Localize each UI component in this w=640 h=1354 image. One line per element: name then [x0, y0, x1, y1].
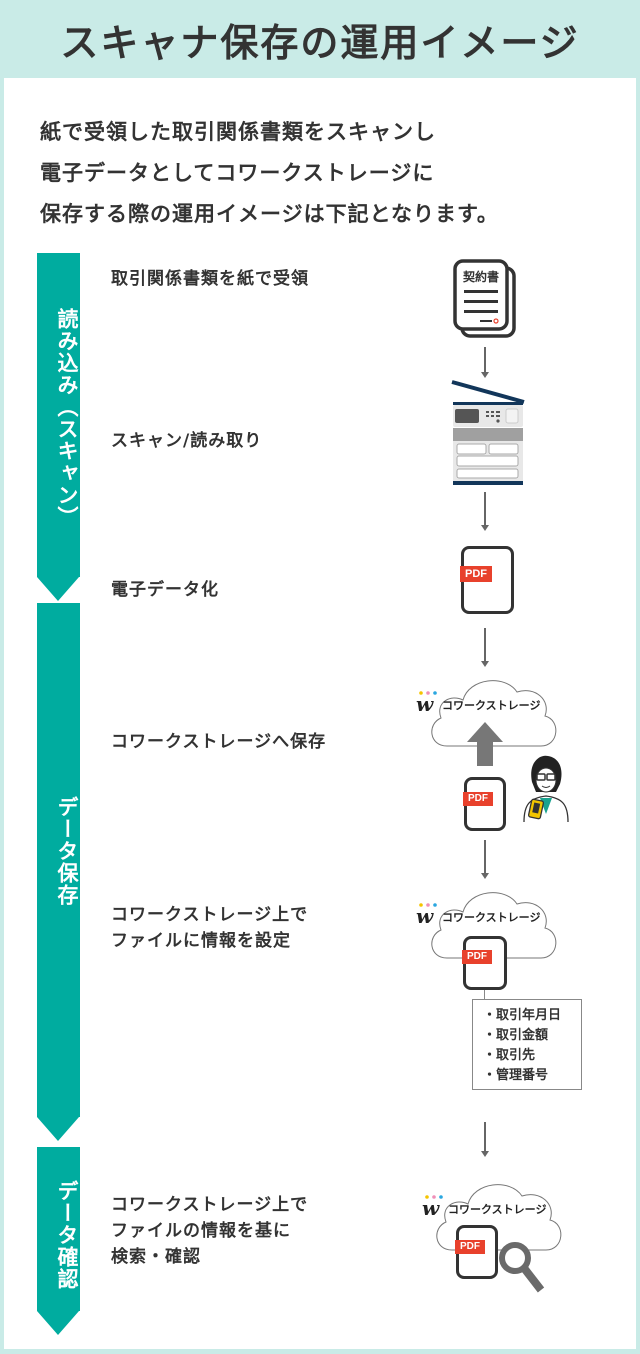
upload-arrow-icon — [467, 722, 503, 766]
intro-line: 紙で受領した取引関係書類をスキャンし — [40, 120, 436, 144]
brand-name: コワークストレージ — [448, 1203, 546, 1216]
step-line: コワークストレージ上で — [111, 1195, 309, 1215]
cloud-icon — [431, 892, 557, 959]
step-line: コワークストレージ上で — [111, 905, 309, 925]
intro-line: 電子データとしてコワークストレージに — [40, 161, 435, 185]
step-line: 検索・確認 — [111, 1247, 201, 1267]
pdf-tag: PDF — [463, 792, 493, 806]
metadata-field: ・取引金額 — [483, 1028, 549, 1043]
pdf-file-icon: PDF — [460, 546, 514, 614]
phase-band-scan: 読み込み（スキャン） — [37, 253, 80, 601]
phase-label-scan: 読み込み（スキャン） — [55, 308, 79, 528]
intro-text: 紙で受領した取引関係書類をスキャンし 電子データとしてコワークストレージに 保存… — [40, 112, 620, 235]
intro-line: 保存する際の運用イメージは下記となります。 — [40, 202, 499, 226]
paper-contract-icon: 契約書 — [453, 259, 516, 338]
phase-band-confirm: データ確認 — [37, 1147, 80, 1335]
brand-name: コワークストレージ — [442, 699, 540, 712]
coworkstorage-logo: w コワークストレージ — [416, 903, 540, 928]
step-label-search: コワークストレージ上で ファイルの情報を基に 検索・確認 — [111, 1192, 308, 1270]
magnifier-search-icon — [499, 1242, 545, 1293]
contract-text: 契約書 — [462, 269, 499, 284]
cloud-icon — [431, 680, 557, 747]
step-label-set-info: コワークストレージ上で ファイルに情報を設定 — [111, 902, 308, 954]
step-line: ファイルの情報を基に — [111, 1221, 291, 1241]
pdf-tag: PDF — [462, 950, 492, 964]
step-label-digitize: 電子データ化 — [111, 580, 219, 600]
flow-arrow-down — [481, 628, 489, 667]
logo-letter: w — [416, 692, 434, 716]
metadata-field: ・取引年月日 — [483, 1008, 562, 1023]
step-label-save: コワークストレージへ保存 — [111, 732, 327, 752]
flow-arrow-down — [481, 492, 489, 531]
scanner-icon — [451, 380, 525, 485]
pdf-file-icon: PDF — [462, 936, 507, 990]
brand-name: コワークストレージ — [442, 911, 540, 924]
step-label-scan: スキャン/読み取り — [111, 431, 263, 451]
pdf-tag: PDF — [460, 566, 492, 582]
pdf-file-icon: PDF — [455, 1225, 498, 1279]
flow-arrow-down — [481, 840, 489, 879]
phase-label-confirm: データ確認 — [55, 1180, 79, 1290]
logo-letter: w — [422, 1196, 440, 1220]
metadata-field: ・管理番号 — [483, 1068, 549, 1083]
connector-line — [484, 990, 485, 1000]
metadata-field: ・取引先 — [483, 1048, 536, 1063]
metadata-fields-box: ・取引年月日 ・取引金額 ・取引先 ・管理番号 — [472, 999, 582, 1090]
page-title: スキャナ保存の運用イメージ — [60, 20, 580, 65]
coworkstorage-logo: w コワークストレージ — [422, 1195, 546, 1220]
pdf-tag: PDF — [455, 1240, 485, 1254]
step-line: ファイルに情報を設定 — [111, 931, 291, 951]
logo-letter: w — [416, 904, 434, 928]
phase-band-save: データ保存 — [37, 603, 80, 1141]
flow-arrow-down — [481, 347, 489, 378]
phase-label-save: データ保存 — [55, 796, 79, 906]
flow-arrow-down — [481, 1122, 489, 1157]
pdf-file-icon: PDF — [463, 777, 506, 831]
staff-person-icon — [523, 755, 569, 823]
step-label-receive: 取引関係書類を紙で受領 — [111, 269, 309, 289]
coworkstorage-logo: w コワークストレージ — [416, 691, 540, 716]
